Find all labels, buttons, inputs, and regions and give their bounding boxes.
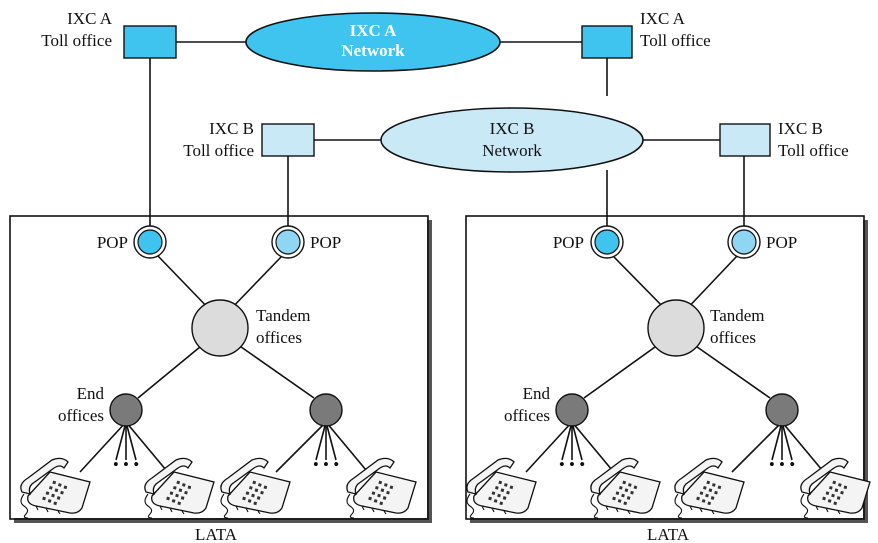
phones-ellipsis-2: • • •: [313, 455, 339, 474]
toll-office-b-right: IXC B Toll office: [719, 119, 849, 160]
lata-left: POP POP Tandem offices End offices • • •…: [20, 225, 417, 543]
toll-office-a-right-label-2: Toll office: [640, 31, 711, 50]
pop-a-node: POP: [553, 225, 624, 259]
end-office-node-1: End offices: [58, 384, 143, 427]
ixc-a-network-ellipse: [245, 12, 501, 72]
tandem-office-node: Tandem offices: [191, 299, 311, 357]
pop-b-label: POP: [766, 233, 797, 252]
toll-office-a-left-label-2: Toll office: [41, 31, 112, 50]
lata-wires: [79, 217, 823, 473]
ixc-b-network-label-2: Network: [482, 141, 542, 160]
end-office-node-1: End offices: [504, 384, 589, 427]
toll-office-a-right: IXC A Toll office: [581, 9, 711, 59]
end-office-label-1: End: [523, 384, 551, 403]
pop-a-label: POP: [97, 233, 128, 252]
tandem-label-1: Tandem: [710, 306, 765, 325]
phones-ellipsis-1: • • •: [559, 455, 585, 474]
end-office-label-1: End: [77, 384, 105, 403]
pop-a-label: POP: [553, 233, 584, 252]
toll-office-b-right-label-1: IXC B: [778, 119, 823, 138]
phones-ellipsis-2: • • •: [769, 455, 795, 474]
toll-office-a-left: IXC A Toll office: [41, 9, 177, 59]
tandem-label-2: offices: [256, 328, 302, 347]
phones-ellipsis-1: • • •: [113, 455, 139, 474]
pop-b-label: POP: [310, 233, 341, 252]
pop-a-node: POP: [97, 225, 167, 259]
end-office-node-2: [309, 393, 343, 427]
toll-office-a-right-label-1: IXC A: [640, 9, 686, 28]
ixc-b-network-label-1: IXC B: [490, 119, 535, 138]
toll-office-b-right-label-2: Toll office: [778, 141, 849, 160]
toll-office-b-left-label-1: IXC B: [209, 119, 254, 138]
toll-office-b-left-label-2: Toll office: [183, 141, 254, 160]
toll-office-b-left: IXC B Toll office: [183, 119, 315, 160]
ixc-b-network: IXC B Network: [380, 107, 644, 173]
ixc-a-network-label-2: Network: [341, 41, 405, 60]
tandem-office-node: Tandem offices: [647, 299, 765, 357]
ixc-a-network: IXC A Network: [245, 12, 501, 72]
end-office-node-2: [765, 393, 799, 427]
pop-b-node: POP: [271, 225, 341, 259]
lata-label: LATA: [195, 525, 238, 543]
toll-office-a-left-label-1: IXC A: [67, 9, 113, 28]
lata-right: POP POP Tandem offices End offices • • •…: [466, 225, 871, 543]
tandem-label-1: Tandem: [256, 306, 311, 325]
pop-b-node: POP: [727, 225, 797, 259]
lata-label: LATA: [647, 525, 690, 543]
ixc-a-network-label-1: IXC A: [350, 21, 397, 40]
end-office-label-2: offices: [58, 406, 104, 425]
tandem-label-2: offices: [710, 328, 756, 347]
ixc-b-network-ellipse: [380, 107, 644, 173]
end-office-label-2: offices: [504, 406, 550, 425]
